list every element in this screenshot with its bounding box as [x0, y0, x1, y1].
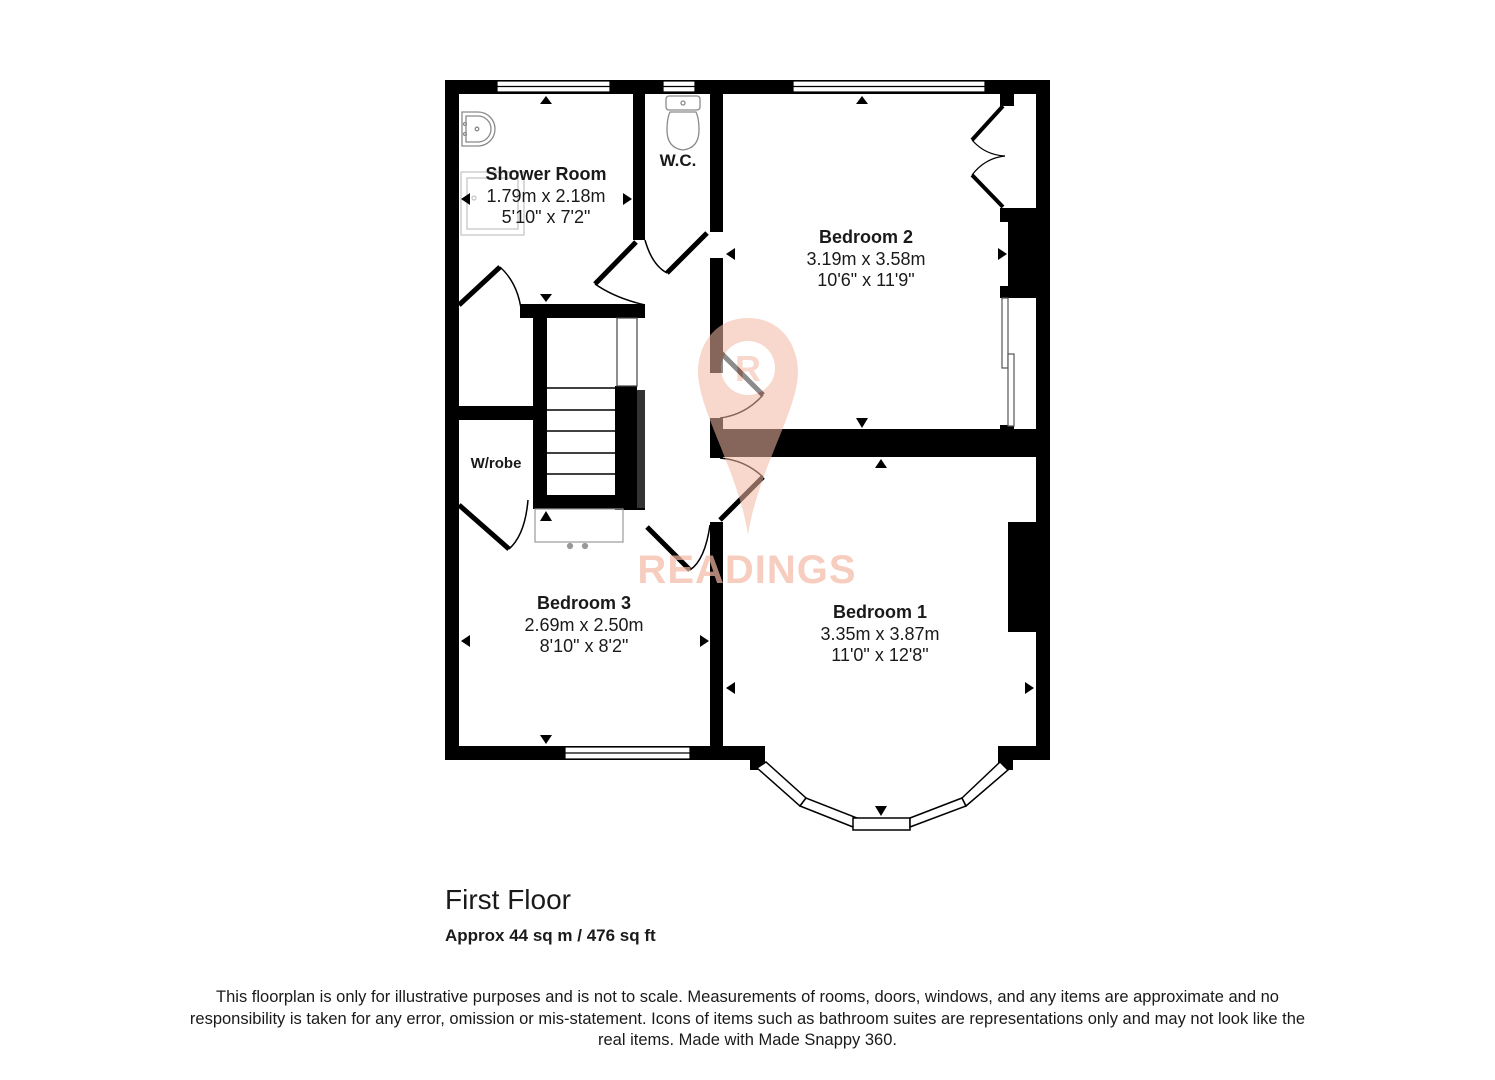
room-name: Shower Room: [485, 164, 607, 184]
staircase: [547, 317, 638, 475]
sliding-wardrobe: [1001, 297, 1015, 427]
shower-tray-icon: [460, 171, 525, 236]
room-imperial: 8'10" x 8'2": [539, 636, 629, 657]
room-wc: W.C.: [659, 151, 697, 170]
room-imperial: 11'0" x 12'8": [831, 645, 929, 666]
room-name: Bedroom 3: [536, 593, 632, 613]
room-bedroom-3: Bedroom 3 2.69m x 2.50m 8'10" x 8'2": [524, 593, 643, 658]
readings-logo-watermark: R: [698, 318, 798, 535]
room-name: Bedroom 1: [832, 602, 928, 622]
disclaimer-text: This floorplan is only for illustrative …: [189, 988, 1306, 1049]
room-metric: 3.19m x 3.58m: [806, 248, 926, 269]
landing-rail: [534, 508, 624, 550]
room-wardrobe: W/robe: [470, 455, 522, 472]
svg-text:R: R: [735, 348, 761, 389]
room-bedroom-1: Bedroom 1 3.35m x 3.87m 11'0" x 12'8": [820, 602, 939, 667]
room-imperial: 10'6" x 11'9": [817, 270, 915, 291]
floor-area: Approx 44 sq m / 476 sq ft: [445, 926, 656, 945]
measurement-arrows: [461, 96, 1034, 816]
windows: [496, 80, 986, 760]
basin-icon: [461, 111, 496, 147]
bay-window: [755, 760, 1010, 831]
room-metric: 3.35m x 3.87m: [820, 623, 940, 644]
room-imperial: 5'10" x 7'2": [501, 207, 591, 228]
room-bedroom-2: Bedroom 2 3.19m x 3.58m 10'6" x 11'9": [806, 227, 925, 292]
room-name: Bedroom 2: [818, 227, 914, 247]
room-shower-room: Shower Room 1.79m x 2.18m 5'10" x 7'2": [485, 164, 606, 229]
watermark-brand-text: READINGS: [637, 548, 857, 592]
shaded-walls: [637, 390, 645, 508]
room-metric: 2.69m x 2.50m: [524, 614, 644, 635]
toilet-icon: [665, 95, 701, 151]
floor-title: First Floor: [445, 884, 571, 915]
room-metric: 1.79m x 2.18m: [486, 185, 606, 206]
